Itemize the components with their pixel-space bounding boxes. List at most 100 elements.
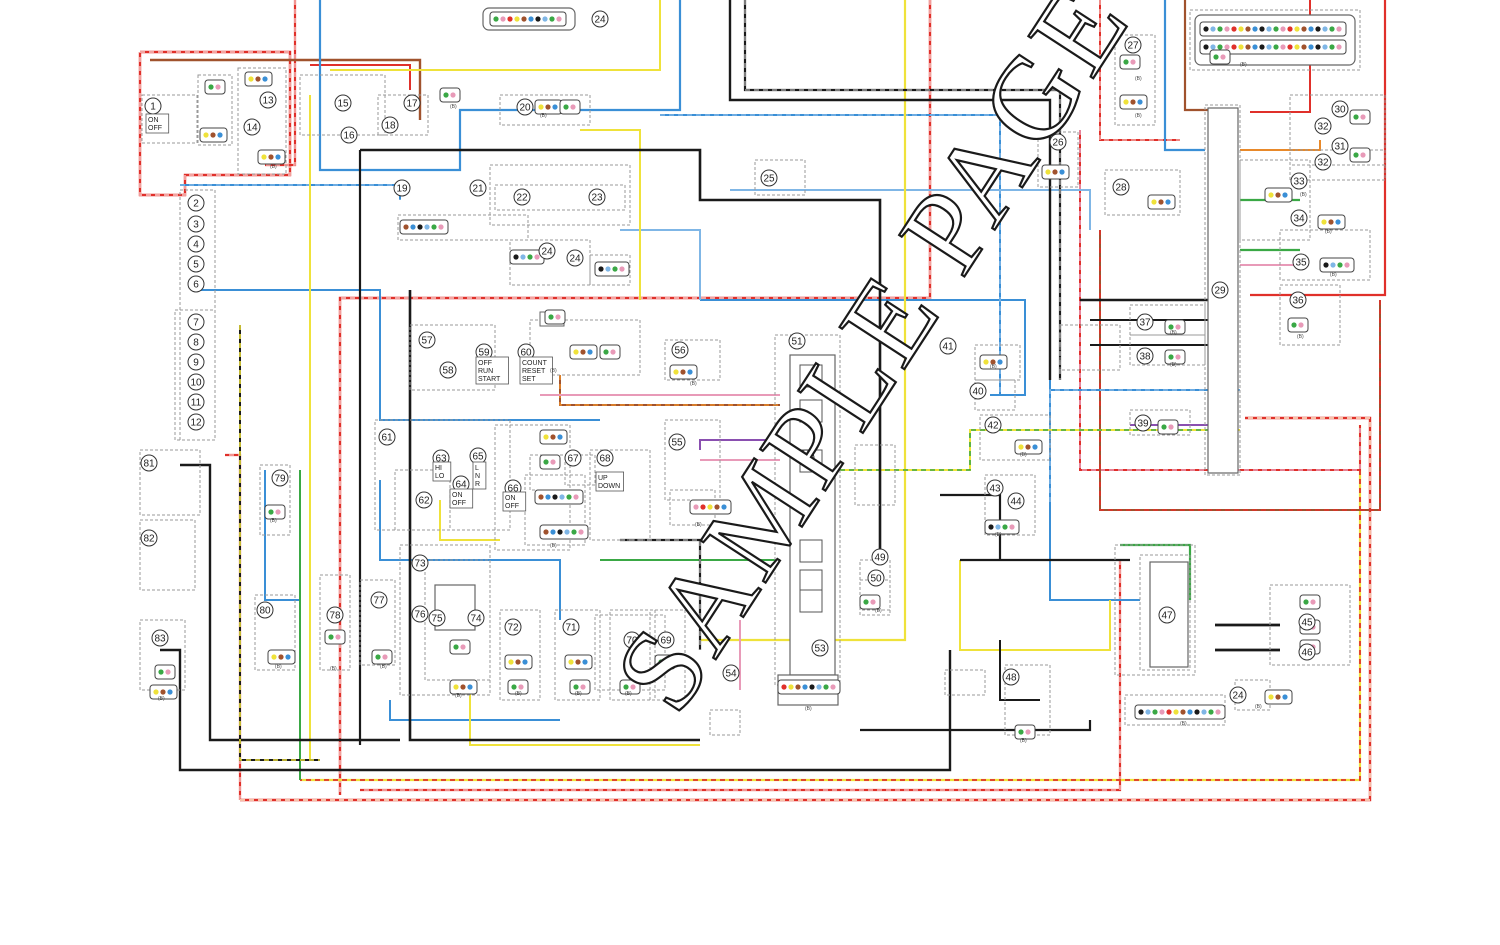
component-number-circle-57 [418,331,436,349]
connector-note-12: (B) [1170,362,1177,368]
connector-57-pin [335,634,341,640]
connector-40-pin [714,504,720,510]
connector-17-pin [1158,199,1164,205]
connector-19 [1349,109,1371,125]
component-number-50: 50 [870,574,882,585]
wire-yellow-22 [580,129,641,300]
connector-61-pin [153,689,159,695]
connector-note-2: (B) [450,104,457,110]
connector-51 [507,679,529,695]
wire-blue-ecu [1163,0,1205,152]
turn-switch-frame [472,461,487,490]
component-number-39: 39 [1137,419,1149,430]
component-number-circle-49 [871,548,889,566]
wire-red-main-loop [338,0,932,795]
connector-note-6: (B) [1240,62,1247,68]
connector-59-pin [268,509,274,515]
component-number-7: 7 [193,318,199,329]
connector-11-pin [545,104,551,110]
connector-15 [399,219,449,235]
connector-note-20: (B) [875,608,882,614]
connector-20-pin [1360,152,1366,158]
connector-2-pin [1217,26,1223,32]
connector-16-pin [1045,169,1051,175]
connector-note-7: (B) [1300,192,1307,198]
start-switch-frame [502,491,527,512]
pass-switch-frame [595,471,625,492]
component-number-circle-61 [378,428,396,446]
component-number-circle-75 [428,609,446,627]
connector-40-pin [707,504,713,510]
connector-2-pin [1238,26,1244,32]
component-number-circle-51 [788,332,806,350]
component-number-circle-16 [340,126,358,144]
component-box-8 [499,94,591,126]
connector-59-pin [275,509,281,515]
connector-38 [859,594,881,610]
connector-28-pin [990,359,996,365]
connector-30-pin [995,524,1001,530]
connector-note-17: (B) [1180,721,1187,727]
connector-3-pin [1336,44,1342,50]
wire-black-gray-68-tracer [620,539,701,650]
component-number-circle-32 [1314,153,1332,171]
component-number-circle-73 [411,554,429,572]
connector-16-pin [1052,169,1058,175]
component-number-circle-22 [513,188,531,206]
connector-22-pin [1328,219,1334,225]
component-number-19: 19 [396,184,408,195]
connector-note-29: (B) [275,664,282,670]
component-number-circle-56 [671,341,689,359]
wire-blue-mid [200,289,600,421]
connector-35-pin [1138,709,1144,715]
component-number-circle-43 [986,479,1004,497]
connector-35-pin [1173,709,1179,715]
connector-3-pin [1273,44,1279,50]
connector-31 [1299,594,1321,610]
connector-2-pin [1252,26,1258,32]
main-switch-label-0: ON [148,117,159,124]
component-number-23: 23 [591,193,603,204]
connector-41-pin [587,349,593,355]
component-number-1: 1 [150,102,156,113]
component-number-circle-71 [562,618,580,636]
connector-18 [1209,49,1231,65]
component-box-9 [489,164,631,226]
wire-lblue-24 [620,229,701,300]
connector-61-pin [160,689,166,695]
component-box-56 [499,609,541,701]
connector-28-pin [983,359,989,365]
component-number-82: 82 [143,534,155,545]
component-number-32: 32 [1317,158,1329,169]
connector-35-pin [1201,709,1207,715]
component-box-27 [1129,409,1191,436]
connector-note-4: (B) [1135,76,1142,82]
component-number-67: 67 [567,454,579,465]
connector-6-pin [255,76,261,82]
component-number-10: 10 [190,378,202,389]
connector-12-pin [570,104,576,110]
component-number-32: 32 [1317,122,1329,133]
component-number-circle-12 [187,413,205,431]
connector-13-pin [527,254,533,260]
component-number-circle-78 [326,606,344,624]
component-number-65: 65 [472,452,484,463]
component-number-circle-39 [1134,414,1152,432]
connector-1-pin [500,16,506,22]
connector-45-pin [566,494,572,500]
component-number-circle-2 [187,194,205,212]
component-number-circle-46 [1298,643,1316,661]
component-number-51: 51 [791,337,803,348]
component-box-2 [237,67,287,175]
connector-55 [654,654,676,670]
connector-8-pin [217,132,223,138]
component-number-47: 47 [1161,611,1173,622]
component-box-15 [1114,34,1156,126]
wire-purple-55 [699,439,780,450]
component-number-circle-76 [411,605,429,623]
connector-52-pin [582,659,588,665]
component-number-2: 2 [193,199,199,210]
connector-layer [149,11,1371,740]
component-number-41: 41 [942,342,954,353]
component-number-43: 43 [989,484,1001,495]
